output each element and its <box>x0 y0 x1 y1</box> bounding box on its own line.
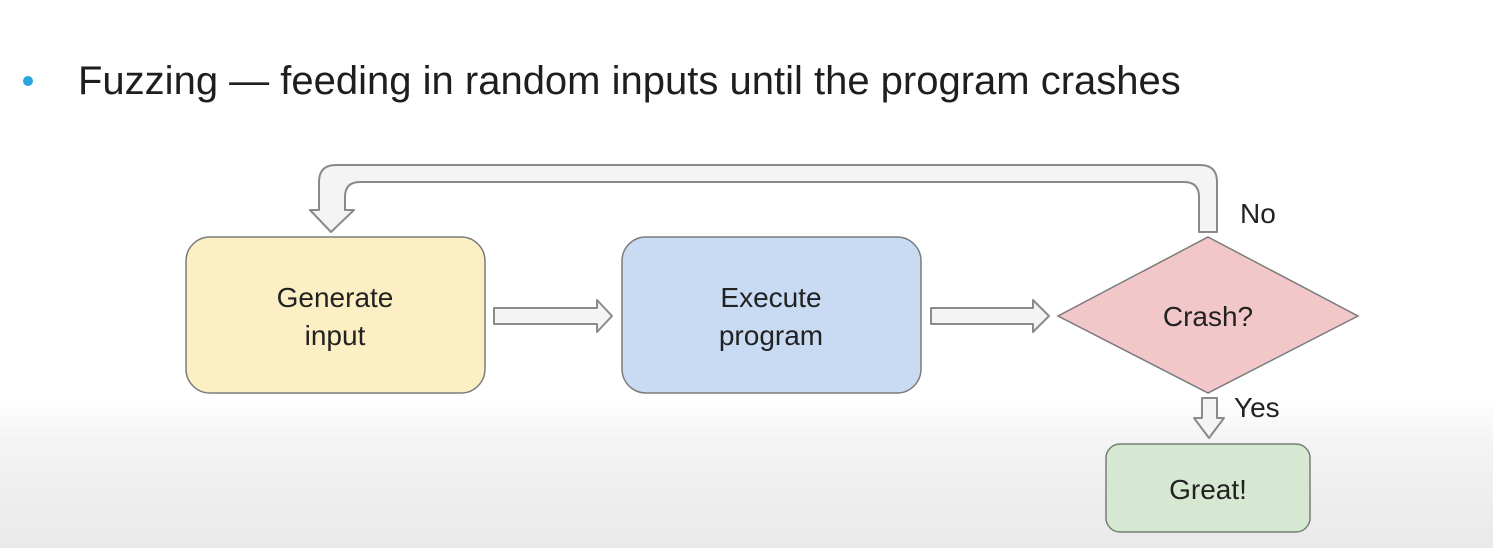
node-generate-input: Generate input <box>185 236 486 394</box>
node-great-label: Great! <box>1169 474 1247 505</box>
arrow-crash-to-great <box>1193 397 1225 439</box>
node-execute-program: Execute program <box>621 236 922 394</box>
bullet-text: Fuzzing — feeding in random inputs until… <box>78 59 1181 103</box>
arrow-execute-to-crash <box>930 299 1050 333</box>
edge-label-no: No <box>1240 198 1276 229</box>
edge-label-yes: Yes <box>1234 392 1280 423</box>
node-great: Great! <box>1105 443 1311 533</box>
node-execute-program-line2: program <box>719 320 823 351</box>
loop-back-arrow <box>309 164 1218 233</box>
bullet-item: Fuzzing — feeding in random inputs until… <box>0 56 1493 112</box>
node-crash-decision: Crash? <box>1056 236 1360 394</box>
node-generate-input-line2: input <box>305 320 366 351</box>
node-execute-program-line1: Execute <box>720 282 821 313</box>
bullet-dot <box>23 76 33 86</box>
node-crash-label: Crash? <box>1163 301 1253 332</box>
node-generate-input-line1: Generate <box>277 282 394 313</box>
arrow-generate-to-execute <box>493 299 613 333</box>
